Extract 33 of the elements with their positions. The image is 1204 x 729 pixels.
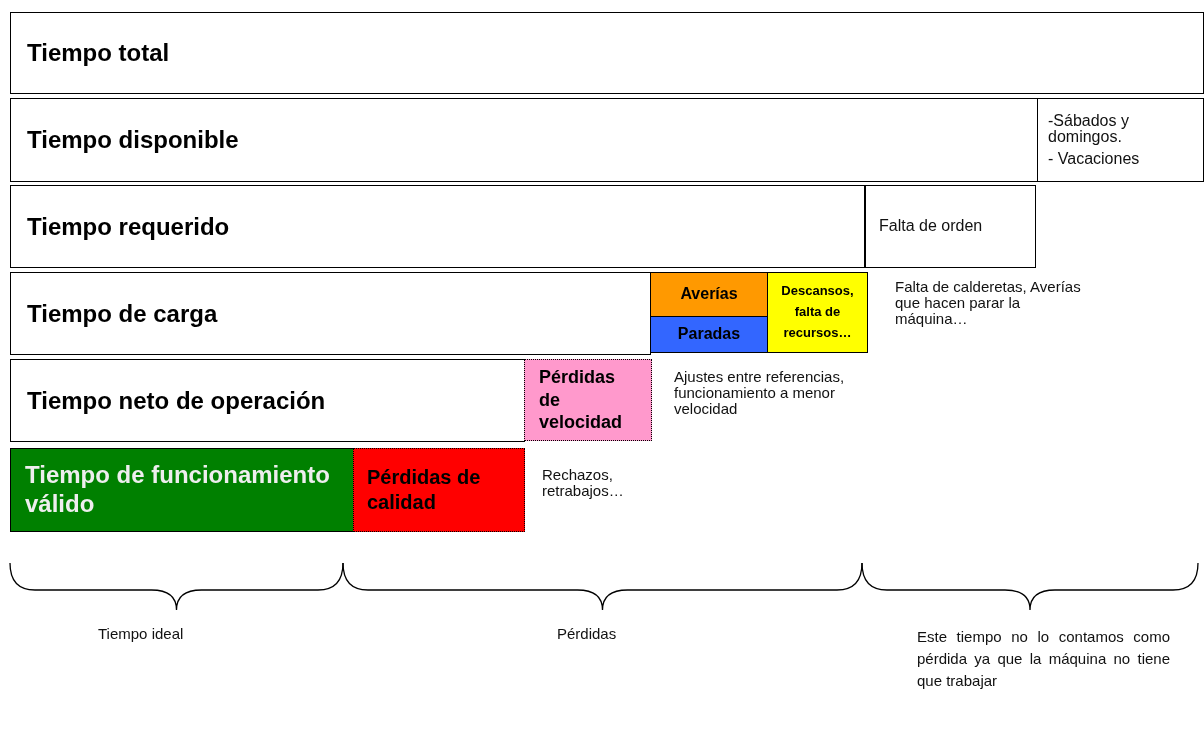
note-text: Rechazos, retrabajos… bbox=[542, 467, 625, 499]
bar-label: - Vacaciones bbox=[1048, 151, 1140, 167]
time-bar bbox=[10, 272, 651, 355]
note-text: Ajustes entre referencias, funcionamiento a menor velocidad bbox=[674, 369, 846, 417]
bar-label: Pérdidas de velocidad bbox=[539, 366, 624, 434]
bar-label: Paradas bbox=[677, 325, 741, 344]
brace-label: Este tiempo no lo contamos como pérdida ya que la máquina no tiene que trabajar bbox=[917, 627, 1170, 691]
bar-label: Tiempo total bbox=[27, 39, 170, 67]
bar-label: Descansos, falta de recursos… bbox=[780, 282, 855, 342]
bar-label: Pérdidas de calidad bbox=[367, 465, 482, 515]
time-bar bbox=[1037, 98, 1204, 182]
time-bar bbox=[10, 185, 866, 268]
time-bar bbox=[10, 12, 1204, 94]
time-bar bbox=[10, 98, 1038, 182]
bar-label: Tiempo disponible bbox=[27, 126, 239, 154]
bar-label: Falta de orden bbox=[879, 217, 983, 236]
bar-label: Tiempo de carga bbox=[27, 299, 218, 328]
loss-box bbox=[10, 448, 354, 532]
brace-label: Pérdidas bbox=[557, 626, 618, 642]
bar-label: Tiempo neto de operación bbox=[27, 386, 326, 415]
loss-box bbox=[353, 448, 525, 532]
time-bar bbox=[10, 359, 525, 442]
loss-box bbox=[650, 272, 768, 317]
bar-label: Tiempo de funcionamiento válido bbox=[25, 461, 331, 519]
bar-label: Averías bbox=[680, 285, 738, 304]
loss-box bbox=[650, 316, 768, 353]
time-bar bbox=[865, 185, 1036, 268]
brace-label: Tiempo ideal bbox=[98, 626, 185, 642]
bar-label: -Sábados y domingos. bbox=[1048, 113, 1130, 145]
bar-label: Tiempo requerido bbox=[27, 212, 230, 241]
note-text: Falta de calderetas, Averías que hacen parar la máquina… bbox=[895, 279, 1082, 327]
loss-box bbox=[524, 359, 652, 441]
loss-box bbox=[767, 272, 868, 353]
